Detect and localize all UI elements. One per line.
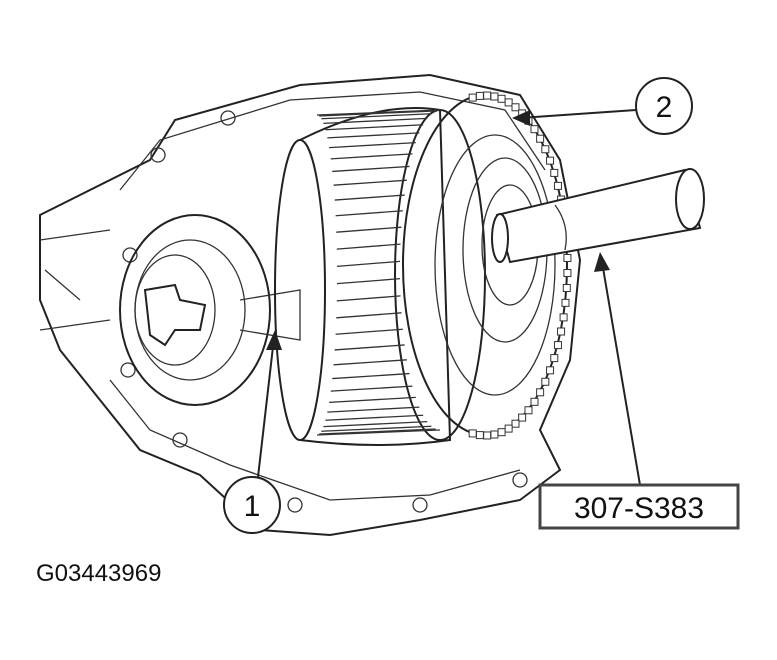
ring-gear [402, 91, 572, 440]
ring-gear-tooth [497, 94, 506, 103]
ring-gear-tooth [536, 134, 545, 143]
ring-gear-tooth [497, 428, 506, 437]
gear-tooth [334, 194, 405, 201]
ring-gear-tooth [530, 125, 539, 134]
ring-gear-tooth [468, 429, 477, 438]
gear-tooth [321, 425, 432, 432]
ring-gear-tooth [563, 253, 572, 262]
tool-307-s383-shaft [491, 168, 705, 264]
gear-tooth [335, 210, 403, 217]
gear-tooth [336, 312, 402, 319]
ring-gear-tooth [563, 269, 572, 278]
ring-gear-tooth [530, 397, 539, 406]
ring-gear-tooth [536, 388, 545, 397]
ring-gear-tooth [541, 145, 550, 154]
gear-tooth [329, 396, 416, 404]
gear-tooth [325, 414, 424, 421]
ring-gear-tooth [546, 156, 555, 165]
ring-gear-tooth [553, 341, 562, 350]
tool-label-callout: 307-S383 [538, 252, 740, 530]
callout-1: 1 [223, 330, 282, 534]
figure-id: G03443969 [36, 560, 162, 587]
callout-number-2: 2 [656, 91, 673, 124]
gear-tooth [327, 132, 420, 139]
ring-gear-tooth [518, 413, 527, 422]
gear-tooth [330, 385, 413, 392]
gear-tooth [336, 243, 401, 250]
ring-gear-tooth [490, 92, 499, 101]
ring-gear-tooth [553, 181, 562, 190]
gear-tooth [323, 117, 428, 125]
ring-gear-tooth [559, 313, 568, 322]
ring-gear-tooth [546, 366, 555, 375]
gear-tooth [332, 165, 410, 173]
ring-gear-tooth [550, 168, 559, 177]
gear-tooth [334, 344, 405, 351]
ring-gear-tooth [475, 431, 484, 440]
ring-gear-tooth [504, 424, 513, 433]
callout-number-1: 1 [244, 490, 261, 523]
ring-gear-tooth [541, 377, 550, 386]
gear-tooth [327, 406, 420, 413]
gear-tooth [332, 372, 410, 380]
axle-housing [39, 73, 582, 537]
ring-gear-tooth [468, 93, 477, 102]
callout-2: 2 [512, 77, 693, 135]
ring-gear-tooth [511, 103, 520, 112]
tool-number-label: 307-S383 [574, 492, 704, 525]
ring-gear-tooth [511, 419, 520, 428]
gear-tooth [319, 428, 436, 435]
gear-tooth [336, 226, 402, 233]
gear-tooth [323, 420, 428, 428]
ring-gear-tooth [490, 430, 499, 439]
ring-gear-tooth [483, 431, 492, 440]
gear-tooth [333, 179, 407, 186]
gear-tooth [329, 141, 416, 149]
gear-tooth [336, 278, 401, 285]
ring-gear-tooth [475, 91, 484, 100]
ring-gear-tooth [483, 91, 492, 100]
ring-gear-tooth [504, 98, 513, 107]
differential-case [119, 214, 301, 406]
gear-tooth [319, 110, 436, 117]
gear-tooth [335, 328, 403, 335]
gear-tooth [330, 153, 413, 160]
gear-tooth [325, 124, 424, 131]
gear-tooth [316, 109, 441, 116]
ring-gear-tooth [561, 298, 570, 307]
gear-tooth [321, 113, 432, 120]
ring-gear-tooth [524, 406, 533, 415]
ring-gear-tooth [557, 327, 566, 336]
gear-drum [274, 107, 486, 446]
ring-gear-tooth [550, 354, 559, 363]
gear-tooth [333, 359, 407, 366]
gear-tooth [336, 295, 401, 302]
ring-gear-tooth [562, 284, 571, 293]
gear-tooth [336, 260, 401, 267]
gear-tooth [316, 429, 441, 436]
